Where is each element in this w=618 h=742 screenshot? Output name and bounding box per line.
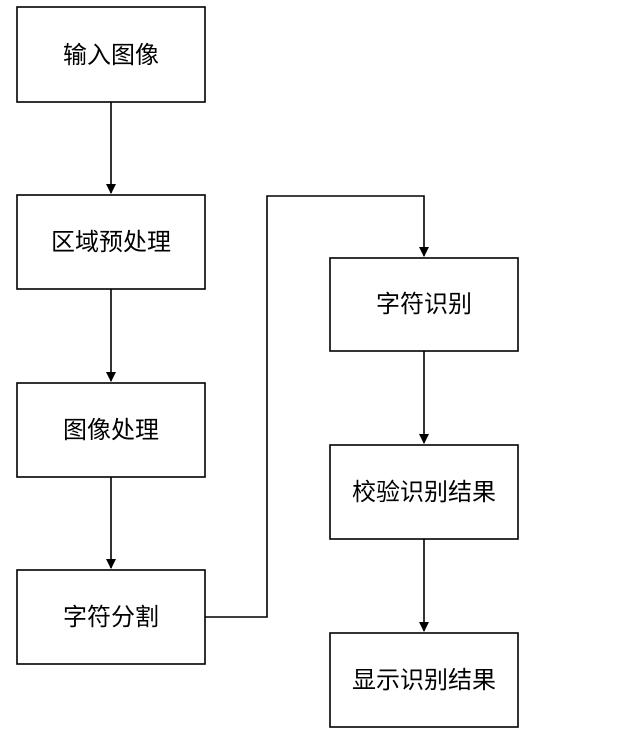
node-region-label: 区域预处理 xyxy=(51,228,171,256)
node-segment-label: 字符分割 xyxy=(63,603,159,631)
node-region: 区域预处理 xyxy=(16,194,206,290)
node-segment-box xyxy=(16,569,206,665)
node-display-label: 显示识别结果 xyxy=(352,666,496,694)
node-recognize-box xyxy=(329,257,519,352)
edges xyxy=(106,102,429,632)
node-verify-label: 校验识别结果 xyxy=(352,478,496,506)
node-segment: 字符分割 xyxy=(16,569,206,665)
node-recognize-label: 字符识别 xyxy=(376,290,472,318)
edge-segment-to-recognize xyxy=(205,195,429,618)
node-display-box xyxy=(329,632,519,728)
node-image-box xyxy=(16,382,206,478)
node-image: 图像处理 xyxy=(16,382,206,478)
node-input: 输入图像 xyxy=(16,6,206,103)
node-image-label: 图像处理 xyxy=(63,416,159,444)
node-display: 显示识别结果 xyxy=(329,632,519,728)
node-verify-box xyxy=(329,444,519,540)
node-input-box xyxy=(16,6,206,103)
node-region-box xyxy=(16,194,206,290)
node-input-label: 输入图像 xyxy=(63,41,159,69)
node-recognize: 字符识别 xyxy=(329,257,519,352)
node-verify: 校验识别结果 xyxy=(329,444,519,540)
